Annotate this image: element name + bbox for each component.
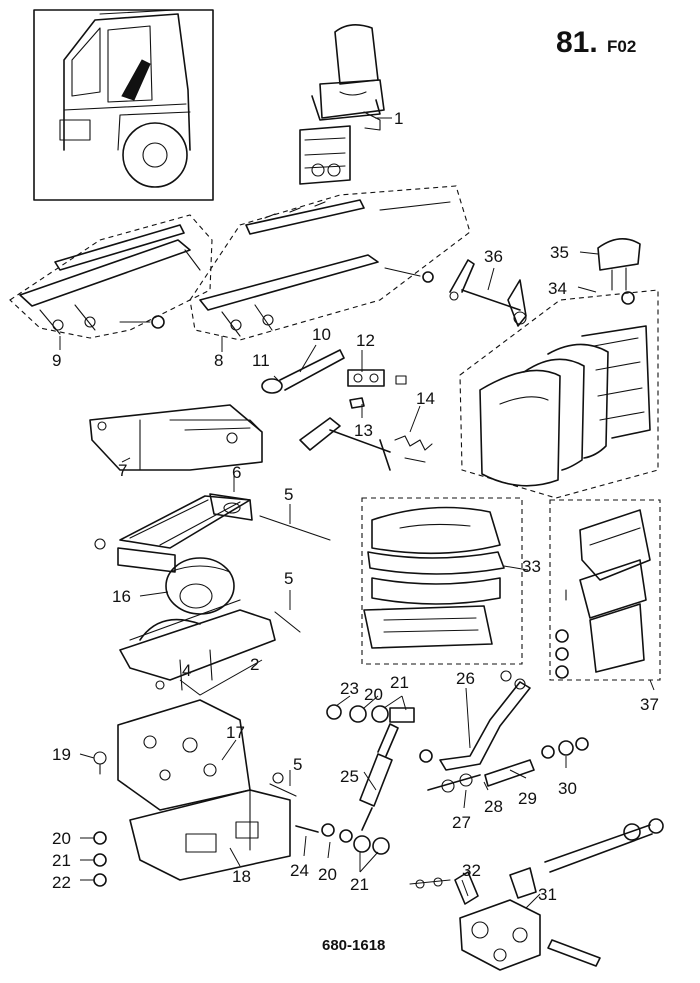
release-rod: [299, 417, 433, 471]
backrest-set: [459, 238, 659, 499]
callout-5-middle: 5: [284, 569, 293, 588]
callout-20-base: 20: [52, 829, 71, 848]
callout-29: 29: [518, 789, 537, 808]
callout-11: 11: [252, 351, 270, 370]
mechanism-set: [549, 499, 661, 681]
callout-31: 31: [538, 885, 557, 904]
complete-seat: [299, 24, 385, 185]
callout-21-base: 21: [52, 851, 71, 870]
callout-34: 34: [548, 279, 567, 298]
callout-1: 1: [394, 109, 403, 128]
callout-20-lower: 20: [318, 865, 337, 884]
callout-7: 7: [118, 461, 127, 480]
callout-25: 25: [340, 767, 359, 786]
shock-absorber: [295, 704, 415, 855]
sheet-title: 81. F02: [556, 26, 636, 59]
callout-8: 8: [214, 351, 223, 370]
leader-lines: [59, 117, 655, 909]
callout-13: 13: [354, 421, 373, 440]
callout-22: 22: [52, 873, 71, 892]
air-spring-base: [119, 557, 301, 696]
callout-17: 17: [226, 723, 245, 742]
callout-18: 18: [232, 867, 251, 886]
mounting-bracket: [89, 404, 263, 471]
sheet-number: 81.: [556, 26, 598, 59]
sheet-suffix: F02: [607, 37, 636, 56]
callout-23: 23: [340, 679, 359, 698]
callout-16: 16: [112, 587, 131, 606]
callout-35: 35: [550, 243, 569, 262]
seat-base-frame: [93, 699, 297, 887]
callout-27: 27: [452, 813, 471, 832]
callout-33: 33: [522, 557, 541, 576]
slide-rail-left: [9, 214, 213, 339]
callout-20-upper: 20: [364, 685, 383, 704]
callout-19: 19: [52, 745, 71, 764]
callout-6: 6: [232, 463, 241, 482]
callout-14: 14: [416, 389, 435, 408]
callout-21-upper: 21: [390, 673, 409, 692]
callout-36: 36: [484, 247, 503, 266]
pivot-bracket: [449, 259, 527, 327]
callout-5-lower: 5: [293, 755, 302, 774]
callout-12: 12: [356, 331, 375, 350]
callout-26: 26: [456, 669, 475, 688]
callout-5-upper: 5: [284, 485, 293, 504]
callout-9: 9: [52, 351, 61, 370]
callout-4: 4: [182, 661, 191, 680]
callout-24: 24: [290, 861, 309, 880]
callout-28: 28: [484, 797, 503, 816]
callout-21-lower: 21: [350, 875, 369, 894]
callout-labels: 1 2 4 5 5 5 6 7 8 9 10 11 12 13 14 16 17…: [52, 109, 659, 904]
locking-clamp: [347, 369, 407, 409]
seat-cushion-set: [361, 497, 523, 665]
callout-2: 2: [250, 655, 259, 674]
callout-30: 30: [558, 779, 577, 798]
adjusting-lever: [261, 349, 345, 394]
cab-inset: [33, 9, 214, 201]
slide-rail-right: [189, 185, 471, 341]
scissor-frame: [94, 493, 331, 573]
callout-10: 10: [312, 325, 331, 344]
callout-32: 32: [462, 861, 481, 880]
control-linkage: [419, 670, 589, 793]
callout-37: 37: [640, 695, 659, 714]
control-valve: [409, 818, 664, 971]
drawing-code: 680-1618: [322, 937, 385, 954]
